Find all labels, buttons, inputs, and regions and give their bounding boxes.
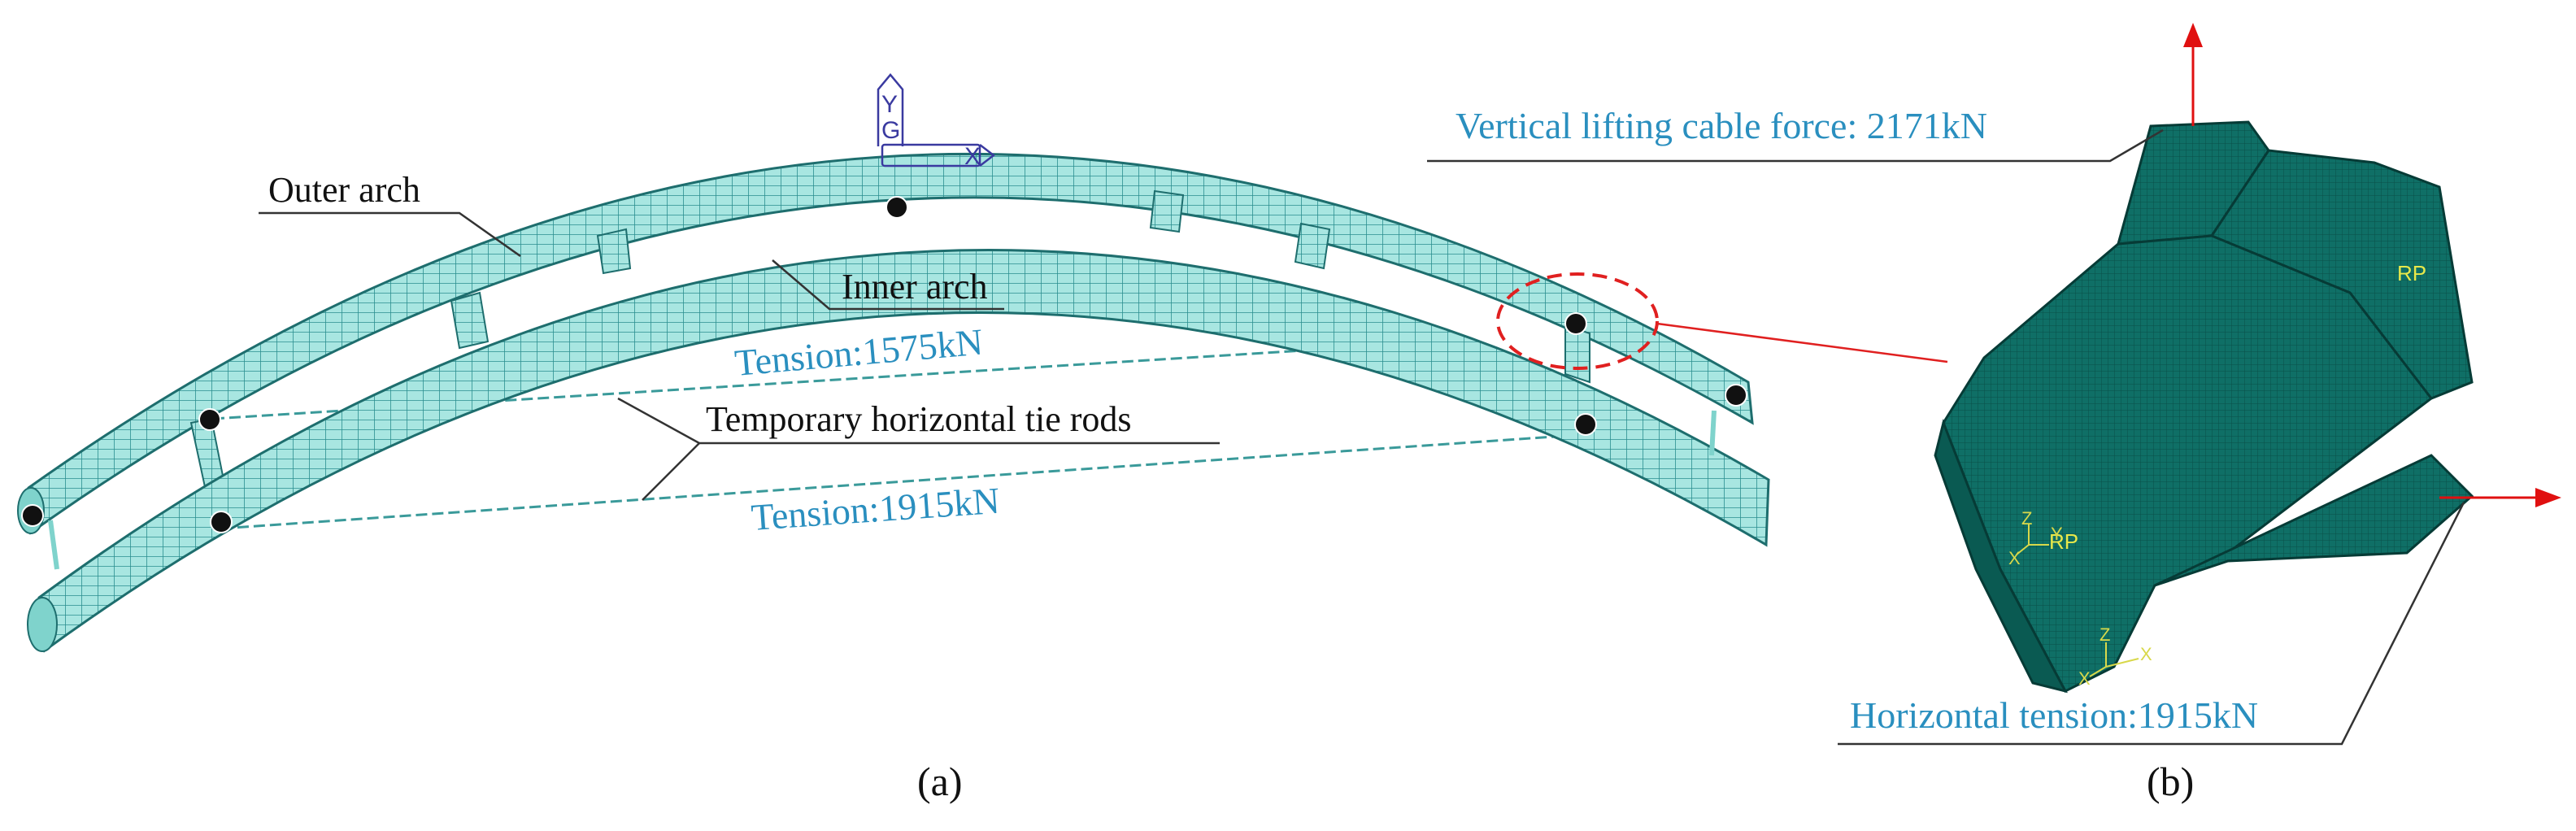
rp-marker (1564, 312, 1587, 335)
caption-b: (b) (2147, 759, 2194, 804)
csys-y-label: Y (881, 91, 898, 118)
tension-lower-label: Tension:1915kN (750, 480, 1001, 538)
triad-x: X (2008, 548, 2021, 568)
inner-arch (27, 249, 1770, 653)
rp-label: RP (2049, 529, 2078, 554)
rp-marker (210, 511, 233, 533)
callout-connector (1656, 322, 1948, 363)
rp-marker (886, 196, 908, 219)
rp-marker (21, 504, 44, 527)
rp-marker (1574, 413, 1597, 436)
csys-g-label: G (881, 117, 900, 144)
panel-a: Y G X Outer arch Inner arch Temporary ho… (17, 73, 1948, 804)
rp-marker (198, 408, 221, 431)
triad-icon: Z X X (2078, 624, 2152, 689)
caption-a: (a) (917, 759, 963, 804)
triad-y: Y (2051, 524, 2063, 544)
joint-model (1934, 120, 2474, 694)
hangers (48, 410, 1717, 570)
tie-rods-label: Temporary horizontal tie rods (706, 399, 1132, 439)
bracing-struts (189, 189, 1590, 526)
inner-arch-label: Inner arch (842, 267, 988, 307)
triad-z: Z (2021, 508, 2032, 529)
triad-x: X (2140, 644, 2152, 664)
rp-label: RP (2397, 261, 2426, 285)
panel-b: RP RP Z Y X Z X X Vertical lifting c (1427, 23, 2561, 804)
vertical-force-arrow (2183, 23, 2203, 126)
csys-icon: Y G X (877, 73, 996, 170)
vertical-force-label: Vertical lifting cable force: 2171kN (1456, 105, 1987, 146)
leader-lines-b (1427, 128, 2465, 746)
outer-arch-label: Outer arch (268, 170, 420, 210)
rp-marker (1725, 384, 1747, 407)
leader-lines (259, 211, 1220, 501)
triad-icon: Z Y X (2008, 508, 2063, 568)
callout-ellipse (1496, 272, 1659, 370)
csys-x-label: X (964, 143, 981, 170)
reference-points (21, 196, 1747, 533)
horizontal-tension-label: Horizontal tension:1915kN (1850, 694, 2258, 736)
horizontal-force-arrow (2439, 488, 2561, 507)
triad-x: X (2078, 668, 2091, 689)
triad-z: Z (2100, 624, 2110, 645)
